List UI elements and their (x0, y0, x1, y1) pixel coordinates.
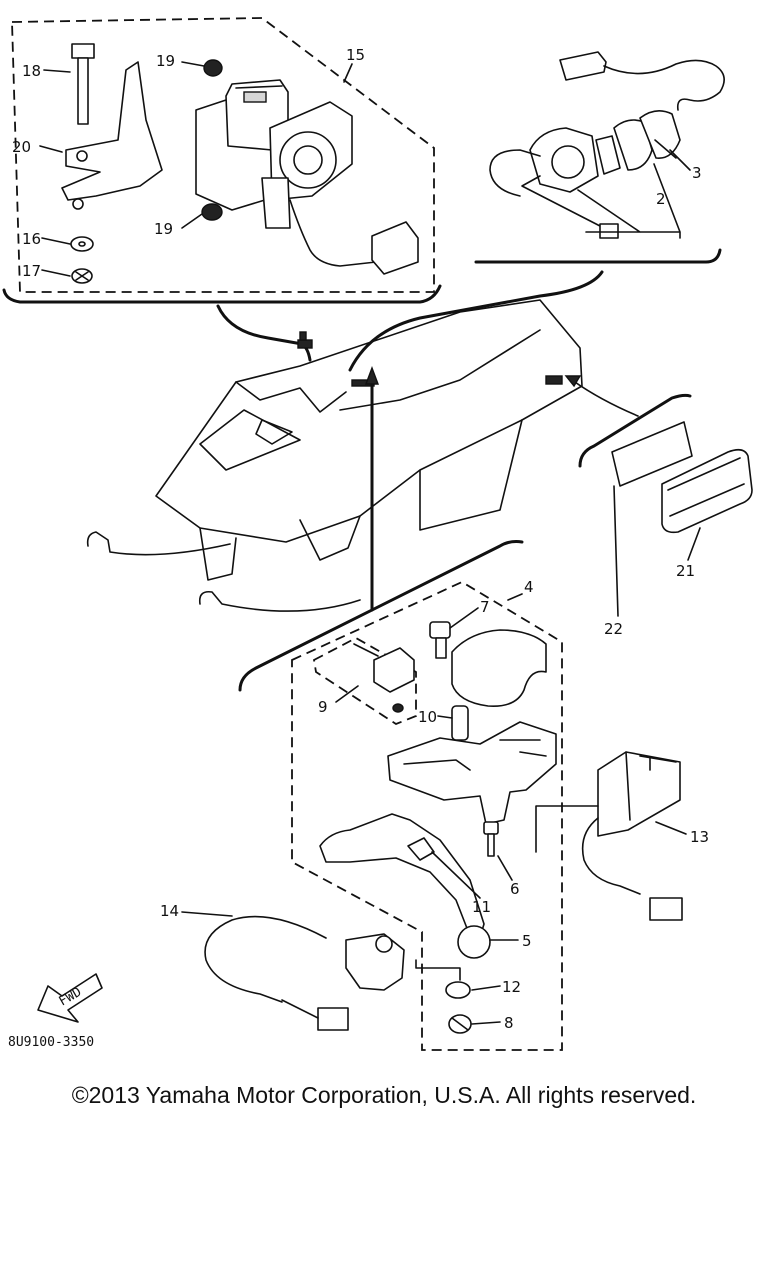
callout-8: 8 (504, 1014, 514, 1032)
callout-3: 3 (692, 164, 702, 182)
callout-20: 20 (12, 138, 31, 156)
callout-21: 21 (676, 562, 695, 580)
connection-wires (216, 270, 639, 612)
callout-17: 17 (22, 262, 41, 280)
snowmobile-body (86, 299, 583, 692)
callout-12: 12 (502, 978, 521, 996)
callout-10: 10 (418, 708, 437, 726)
callout-2: 2 (656, 190, 666, 208)
callout-16: 16 (22, 230, 41, 248)
exploded-view-drawing: 18 19 15 20 19 16 17 3 2 22 21 4 7 9 10 … (2, 17, 753, 1051)
callout-14: 14 (160, 902, 179, 920)
fwd-arrow (37, 973, 103, 1023)
callout-13: 13 (690, 828, 709, 846)
unit-13 (535, 751, 683, 921)
callout-labels: 18 19 15 20 19 16 17 3 2 22 21 4 7 9 10 … (12, 46, 709, 1032)
callout-18: 18 (22, 62, 41, 80)
reflector-group (578, 393, 753, 534)
leader-lines (39, 61, 701, 1025)
assembly-15-group (2, 17, 442, 304)
callout-7: 7 (480, 598, 490, 616)
main-switch-group (474, 51, 725, 264)
callout-6: 6 (510, 880, 520, 898)
callout-22: 22 (604, 620, 623, 638)
callout-5: 5 (522, 932, 532, 950)
callout-11: 11 (472, 898, 491, 916)
throttle-lever-group (291, 580, 563, 1051)
callout-15: 15 (346, 46, 365, 64)
callout-19-top: 19 (156, 52, 175, 70)
callout-9: 9 (318, 698, 328, 716)
diagram-code: 8U9100-3350 (8, 1035, 94, 1050)
switch-14 (204, 915, 405, 1031)
callout-4: 4 (524, 578, 534, 596)
callout-19-bottom: 19 (154, 220, 173, 238)
copyright-notice: ©2013 Yamaha Motor Corporation, U.S.A. A… (71, 1082, 697, 1108)
